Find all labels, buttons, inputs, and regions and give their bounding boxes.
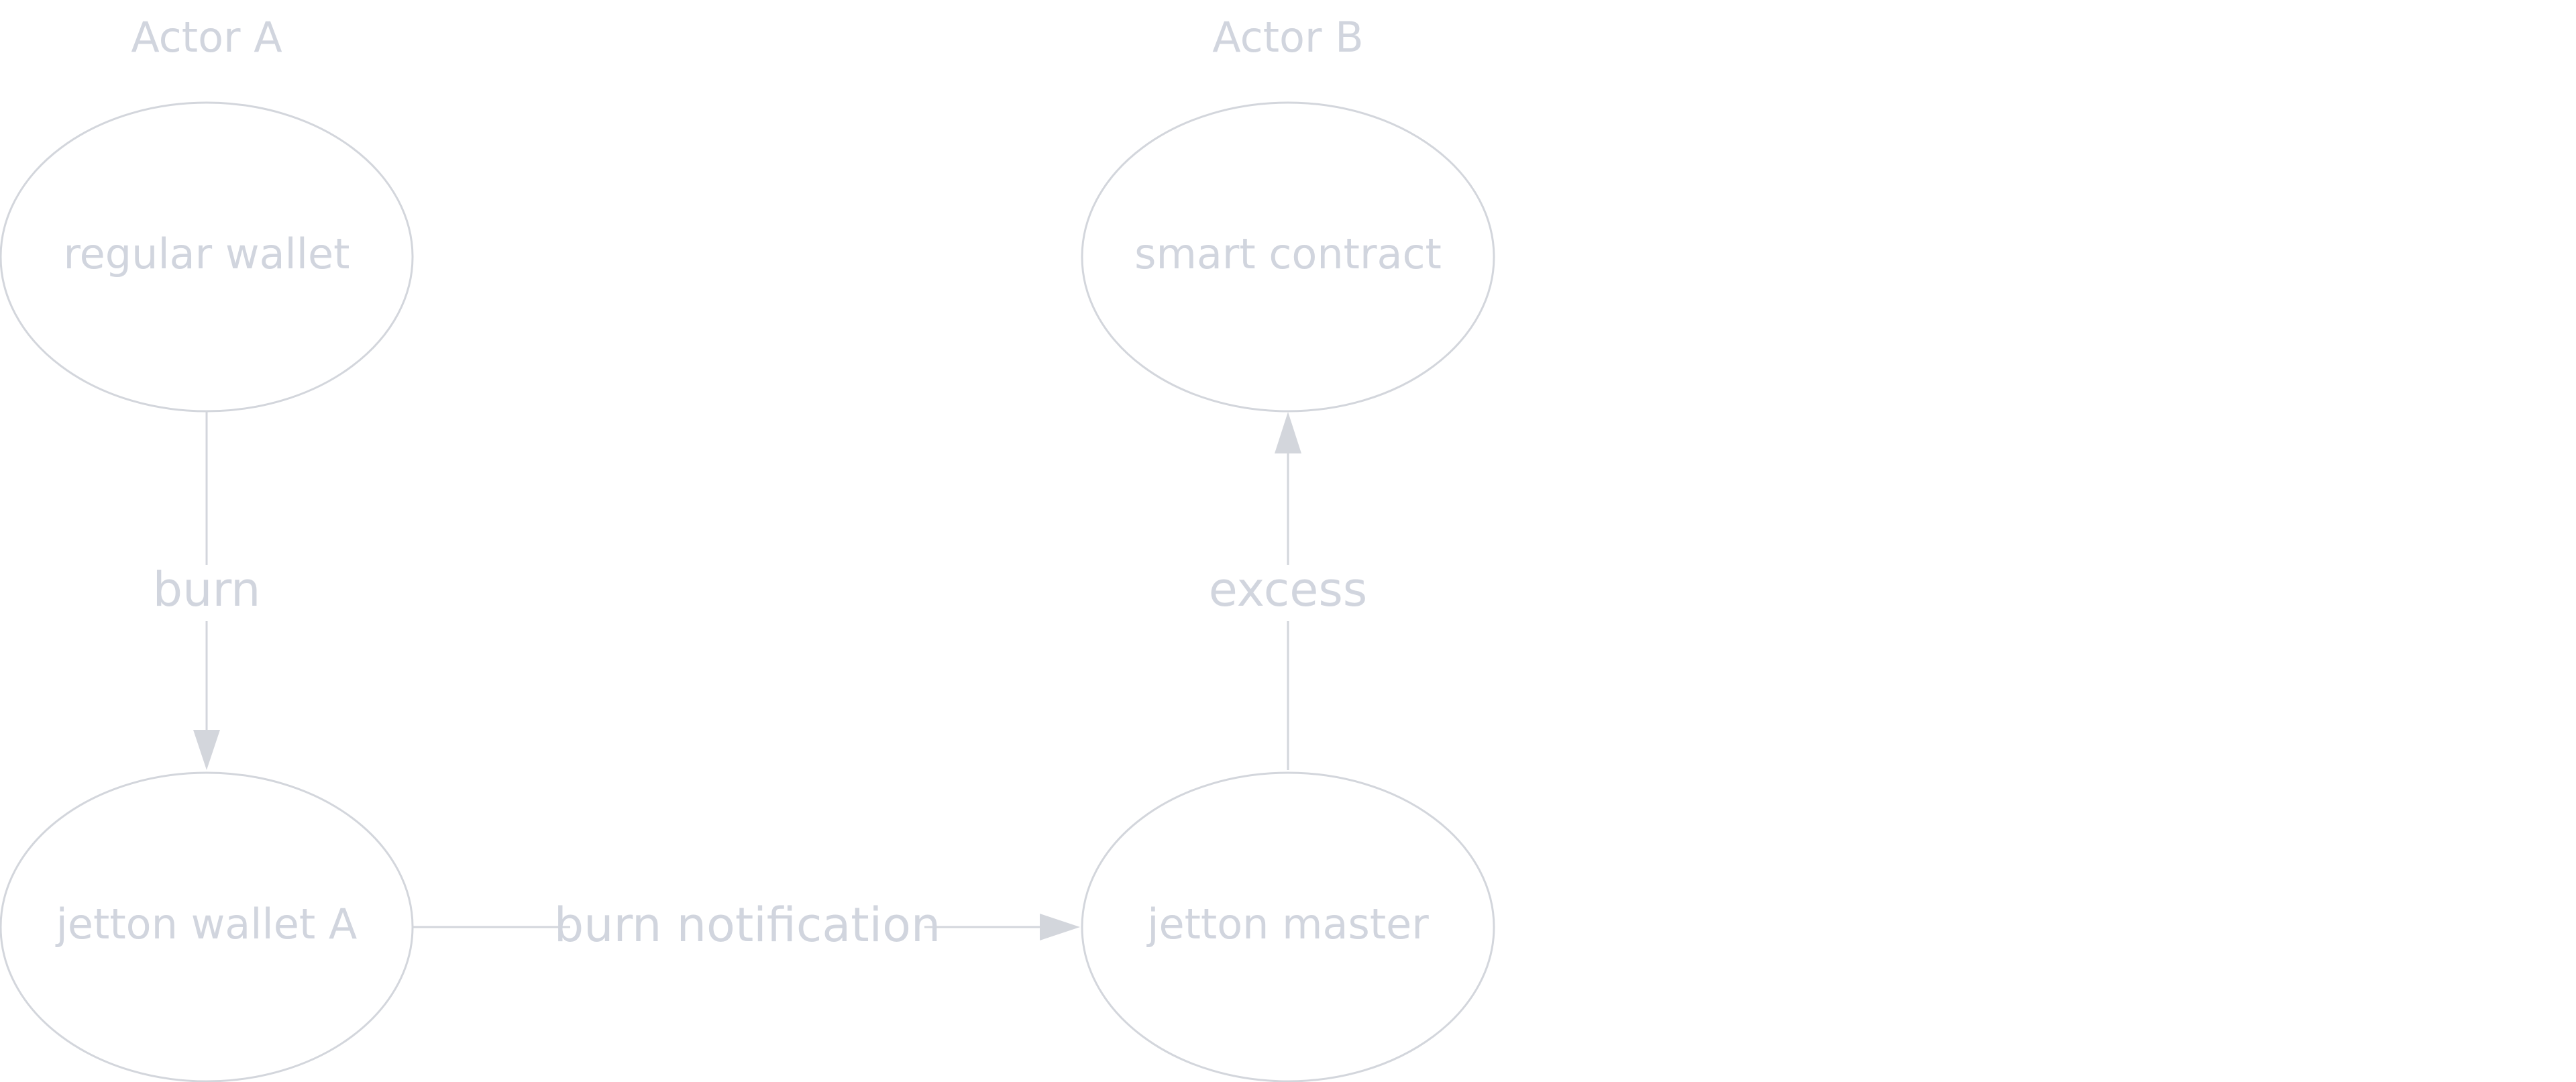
actor-a-label: Actor A bbox=[131, 13, 282, 62]
node-smart-contract-label: smart contract bbox=[1134, 229, 1442, 278]
node-jetton-wallet-a-label: jetton wallet A bbox=[55, 900, 358, 949]
edge-excess-label: excess bbox=[1209, 562, 1368, 617]
node-regular-wallet: regular wallet bbox=[0, 101, 414, 413]
node-smart-contract: smart contract bbox=[1081, 101, 1495, 413]
edge-burn-notification-label: burn notification bbox=[554, 898, 941, 953]
node-jetton-master: jetton master bbox=[1081, 771, 1495, 1082]
node-smart-contract-ellipse bbox=[1081, 101, 1495, 413]
node-regular-wallet-ellipse bbox=[0, 101, 414, 413]
edge-burn-arrowhead bbox=[193, 730, 220, 770]
node-jetton-master-label: jetton master bbox=[1146, 900, 1429, 949]
edge-excess: excess bbox=[1209, 412, 1368, 770]
edge-excess-arrowhead bbox=[1275, 412, 1301, 453]
edge-burn-label: burn bbox=[153, 562, 261, 617]
node-jetton-wallet-a: jetton wallet A bbox=[0, 771, 414, 1082]
actor-b-label: Actor B bbox=[1212, 13, 1363, 62]
node-jetton-wallet-a-ellipse bbox=[0, 771, 414, 1082]
node-jetton-master-ellipse bbox=[1081, 771, 1495, 1082]
edge-burn-notification: burn notification bbox=[413, 898, 1080, 953]
node-regular-wallet-label: regular wallet bbox=[64, 229, 350, 278]
edge-burn-notification-arrowhead bbox=[1040, 914, 1080, 940]
edge-burn: burn bbox=[153, 412, 261, 770]
